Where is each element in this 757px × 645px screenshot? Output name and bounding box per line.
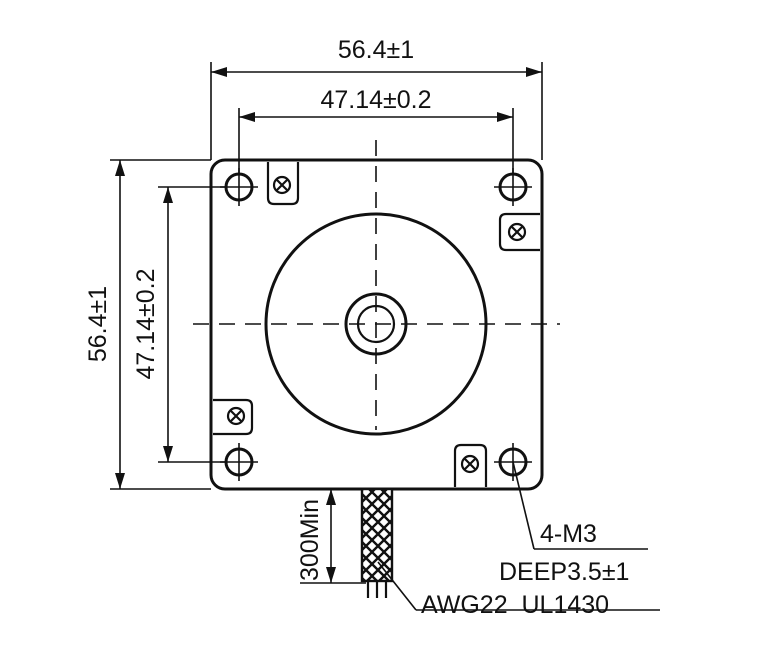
dimension-lead-length: 300Min xyxy=(296,488,366,584)
screw-head-top xyxy=(266,162,300,206)
lead-wire-bundle xyxy=(360,487,394,598)
screw-head-right xyxy=(498,212,540,252)
callout-mount-holes: 4-M3 DEEP3.5±1 xyxy=(499,461,648,586)
overall-width-label: 56.4±1 xyxy=(338,36,414,64)
overall-height-label: 56.4±1 xyxy=(84,286,112,362)
shaft-outer-circle xyxy=(344,292,408,356)
mount-holes-depth-label: DEEP3.5±1 xyxy=(499,558,629,586)
screw-head-bottom xyxy=(453,443,488,487)
pilot-boss-circle xyxy=(264,212,488,436)
hole-spacing-width-label: 47.14±0.2 xyxy=(320,86,431,114)
wire-spec-label: AWG22 UL1430 xyxy=(421,591,609,619)
dimension-overall-height: 56.4±1 xyxy=(84,159,211,490)
dimension-hole-spacing-height: 47.14±0.2 xyxy=(132,186,226,463)
hole-spacing-height-label: 47.14±0.2 xyxy=(132,268,160,379)
mount-holes-thread-label: 4-M3 xyxy=(540,520,597,548)
callout-wire-spec: AWG22 UL1430 xyxy=(377,561,660,619)
dimension-hole-spacing-width: 47.14±0.2 xyxy=(238,86,514,174)
lead-length-label: 300Min xyxy=(296,499,324,581)
dimension-overall-width: 56.4±1 xyxy=(210,36,543,160)
screw-head-left xyxy=(213,398,254,436)
shaft-inner-circle xyxy=(356,304,396,344)
